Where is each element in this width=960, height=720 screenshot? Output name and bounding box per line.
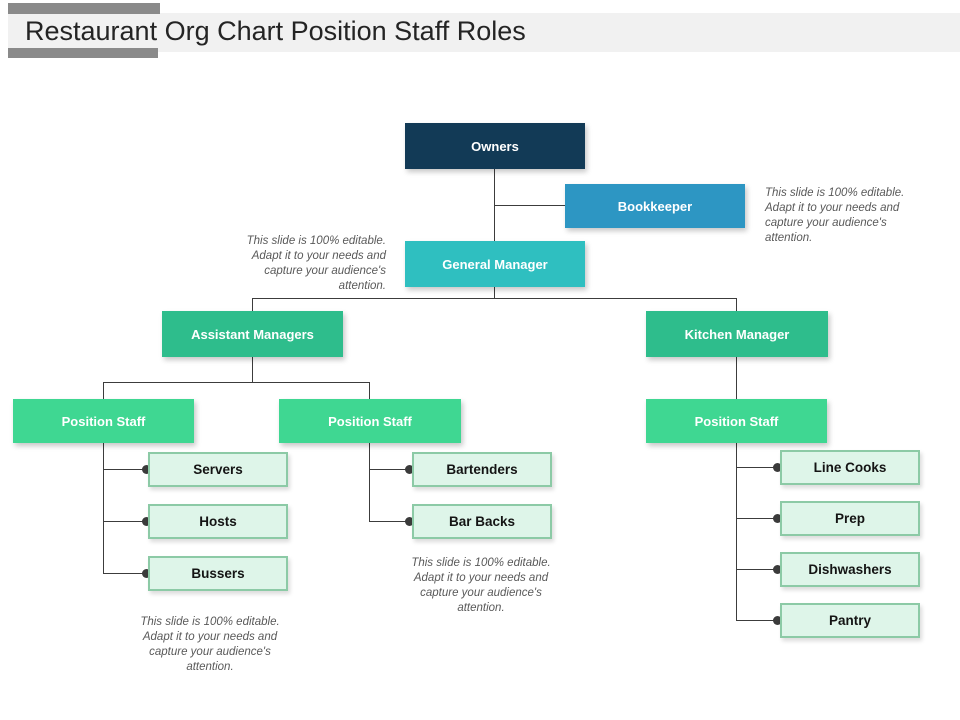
connector-branch-dishwashers <box>736 569 778 570</box>
connector-dot-bartenders <box>405 465 414 474</box>
connector-dot-hosts <box>142 517 151 526</box>
connector-gm-stem <box>494 287 495 299</box>
org-node-general-manager: General Manager <box>405 241 585 287</box>
connector-branch-hosts <box>103 521 147 522</box>
editable-note-general-manager: This slide is 100% editable. Adapt it to… <box>246 235 386 292</box>
connector-branch-linecooks <box>736 467 778 468</box>
org-node-servers: Servers <box>148 452 288 487</box>
org-node-prep: Prep <box>780 501 920 536</box>
org-node-owners: Owners <box>405 123 585 169</box>
editable-note-bookkeeper: This slide is 100% editable. Adapt it to… <box>765 187 905 244</box>
connector-dot-dishwashers <box>773 565 782 574</box>
connector-dot-prep <box>773 514 782 523</box>
connector-km-ps3 <box>736 357 737 400</box>
org-node-assistant-managers: Assistant Managers <box>162 311 343 357</box>
org-node-bookkeeper: Bookkeeper <box>565 184 745 228</box>
connector-branch-servers <box>103 469 147 470</box>
org-node-dishwashers: Dishwashers <box>780 552 920 587</box>
org-node-hosts: Hosts <box>148 504 288 539</box>
connector-ps3-spine <box>736 443 737 621</box>
connector-ps1-spine <box>103 443 104 574</box>
connector-ps2-spine <box>369 443 370 522</box>
page-title: Restaurant Org Chart Position Staff Role… <box>25 16 526 46</box>
connector-branch-bussers <box>103 573 147 574</box>
connector-bookkeeper <box>495 205 565 206</box>
editable-note-bar-staff: This slide is 100% editable. Adapt it to… <box>411 557 551 614</box>
connector-branch-barbacks <box>369 521 410 522</box>
connector-km-drop <box>736 298 737 312</box>
connector-am-stem <box>252 357 253 383</box>
connector-dot-barbacks <box>405 517 414 526</box>
connector-dot-linecooks <box>773 463 782 472</box>
org-node-kitchen-manager: Kitchen Manager <box>646 311 828 357</box>
connector-dot-servers <box>142 465 151 474</box>
connector-am-drop <box>252 298 253 312</box>
org-node-line-cooks: Line Cooks <box>780 450 920 485</box>
org-node-position-staff-1: Position Staff <box>13 399 194 443</box>
org-node-bartenders: Bartenders <box>412 452 552 487</box>
org-node-bussers: Bussers <box>148 556 288 591</box>
connector-owners-gm <box>494 169 495 241</box>
connector-ps1-drop <box>103 382 104 400</box>
accent-bar-top <box>8 3 160 14</box>
org-node-position-staff-3: Position Staff <box>646 399 827 443</box>
connector-branch-prep <box>736 518 778 519</box>
connector-ps2-drop <box>369 382 370 400</box>
accent-bar-bottom <box>8 48 158 58</box>
connector-managers-bar <box>252 298 737 299</box>
connector-ps-bar <box>103 382 370 383</box>
connector-dot-pantry <box>773 616 782 625</box>
connector-branch-pantry <box>736 620 778 621</box>
org-node-pantry: Pantry <box>780 603 920 638</box>
org-node-position-staff-2: Position Staff <box>279 399 461 443</box>
org-node-bar-backs: Bar Backs <box>412 504 552 539</box>
editable-note-floor-staff: This slide is 100% editable. Adapt it to… <box>140 616 280 673</box>
connector-dot-bussers <box>142 569 151 578</box>
connector-branch-bartenders <box>369 469 410 470</box>
title-band <box>8 13 960 52</box>
